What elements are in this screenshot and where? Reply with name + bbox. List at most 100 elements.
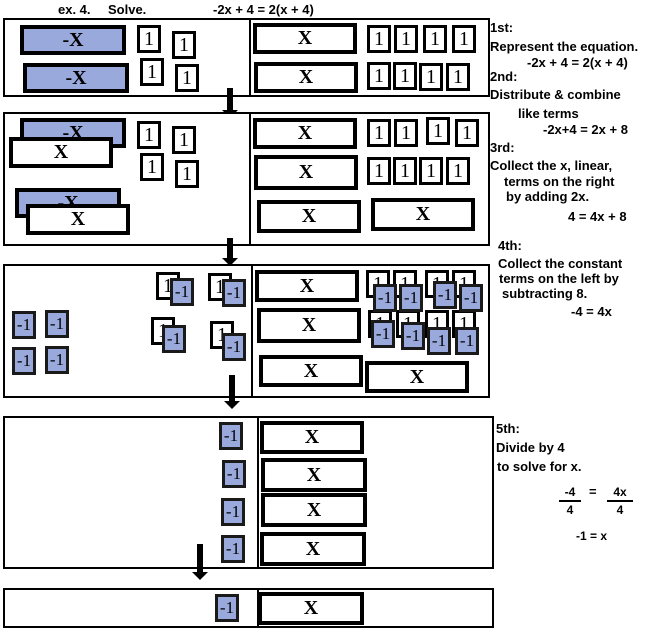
step1-text: Represent the equation. [490, 39, 639, 54]
x-tile: X [257, 308, 361, 343]
unit-tile: 1 [394, 25, 418, 53]
step4-equation: -4 = 4x [571, 304, 612, 319]
unit-tile: 1 [393, 62, 417, 90]
neg-unit-tile: -1 [222, 333, 246, 361]
neg-unit-tile: -1 [459, 284, 483, 312]
neg-x-tile: -X [23, 63, 129, 93]
neg-unit-tile: -1 [222, 279, 246, 307]
x-tile: X [260, 421, 364, 454]
unit-tile: 1 [446, 63, 470, 91]
x-tile: X [9, 137, 113, 168]
fraction-right-numerator: 4x [613, 485, 627, 499]
equals-divider [251, 264, 253, 398]
x-tile: X [257, 200, 361, 233]
step3-text: Collect the x, linear, [490, 158, 613, 173]
neg-unit-tile: -1 [373, 284, 397, 312]
unit-tile: 1 [452, 25, 476, 53]
step4-title: 4th: [498, 238, 522, 253]
neg-unit-tile: -1 [170, 278, 194, 306]
neg-unit-tile: -1 [399, 284, 423, 312]
step3-title: 3rd: [490, 140, 515, 155]
step2-equation: -2x+4 = 2x + 8 [543, 122, 628, 137]
unit-tile: 1 [172, 31, 196, 59]
step1-title: 1st: [490, 20, 514, 35]
neg-unit-tile: -1 [433, 281, 457, 309]
x-tile: X [26, 204, 130, 235]
arrow-down-icon [224, 375, 240, 411]
step5-result: -1 = x [576, 529, 608, 543]
equals-divider [257, 416, 259, 569]
step4-text-2: terms on the left by [499, 271, 619, 286]
step2-text-2: like terms [518, 106, 579, 121]
step2-title: 2nd: [490, 69, 518, 84]
x-tile: X [365, 361, 469, 393]
fraction-right-denominator: 4 [616, 503, 624, 517]
unit-tile: 1 [172, 126, 196, 154]
unit-tile: 1 [394, 119, 418, 147]
step4-text-3: subtracting 8. [502, 286, 588, 301]
step5-text: Divide by 4 [496, 440, 565, 455]
neg-unit-tile: -1 [162, 325, 186, 353]
fraction-left: -4 4 [559, 485, 581, 517]
unit-tile: 1 [140, 58, 164, 86]
neg-unit-tile: -1 [12, 311, 36, 339]
unit-tile: 1 [419, 63, 443, 91]
step3-text-3: by adding 2x. [506, 189, 590, 204]
x-tile: X [260, 532, 366, 566]
unit-tile: 1 [175, 64, 199, 92]
x-tile: X [259, 355, 363, 387]
step5-text-2: to solve for x. [497, 459, 582, 474]
solution-panel [3, 588, 494, 628]
unit-tile: 1 [137, 25, 161, 53]
equals-divider [249, 18, 251, 97]
fraction-equals: = [589, 484, 597, 499]
unit-tile: 1 [140, 153, 164, 181]
step5-panel [3, 416, 494, 569]
equals-divider [249, 112, 251, 246]
unit-tile: 1 [367, 62, 391, 90]
unit-tile: 1 [367, 119, 391, 147]
neg-unit-tile: -1 [12, 347, 36, 375]
neg-unit-tile: -1 [371, 320, 395, 348]
neg-unit-tile: -1 [45, 346, 69, 374]
fraction-left-denominator: 4 [566, 503, 574, 517]
neg-unit-tile: -1 [45, 310, 69, 338]
fraction-right: 4x 4 [607, 485, 633, 517]
neg-unit-tile: -1 [222, 460, 246, 488]
unit-tile: 1 [426, 117, 450, 145]
step4-text: Collect the constant [498, 256, 623, 271]
unit-tile: 1 [175, 160, 199, 188]
neg-unit-tile: -1 [219, 422, 243, 450]
neg-unit-tile: -1 [215, 594, 239, 622]
example-number: ex. 4. [58, 2, 91, 17]
x-tile: X [255, 270, 359, 302]
step3-text-2: terms on the right [504, 174, 615, 189]
unit-tile: 1 [455, 119, 479, 147]
unit-tile: 1 [367, 25, 391, 53]
unit-tile: 1 [137, 121, 161, 149]
x-tile: X [254, 62, 358, 93]
neg-unit-tile: -1 [221, 498, 245, 526]
step5-title: 5th: [496, 421, 520, 436]
neg-unit-tile: -1 [221, 535, 245, 563]
fraction-left-numerator: -4 [564, 485, 576, 499]
neg-unit-tile: -1 [427, 327, 451, 355]
neg-unit-tile: -1 [401, 322, 425, 350]
unit-tile: 1 [419, 157, 443, 185]
x-tile: X [254, 155, 358, 190]
neg-x-tile: -X [20, 25, 126, 55]
x-tile: X [258, 592, 364, 625]
unit-tile: 1 [367, 157, 391, 185]
step1-equation: -2x + 4 = 2(x + 4) [527, 55, 628, 70]
x-tile: X [253, 23, 357, 54]
equation-title: -2x + 4 = 2(x + 4) [213, 2, 314, 17]
x-tile: X [261, 458, 367, 492]
x-tile: X [261, 493, 367, 527]
arrow-down-icon [192, 544, 208, 582]
instruction: Solve. [108, 2, 147, 17]
unit-tile: 1 [393, 157, 417, 185]
step3-equation: 4 = 4x + 8 [568, 209, 627, 224]
x-tile: X [253, 118, 357, 149]
x-tile: X [371, 198, 475, 231]
arrow-down-icon [222, 238, 238, 268]
